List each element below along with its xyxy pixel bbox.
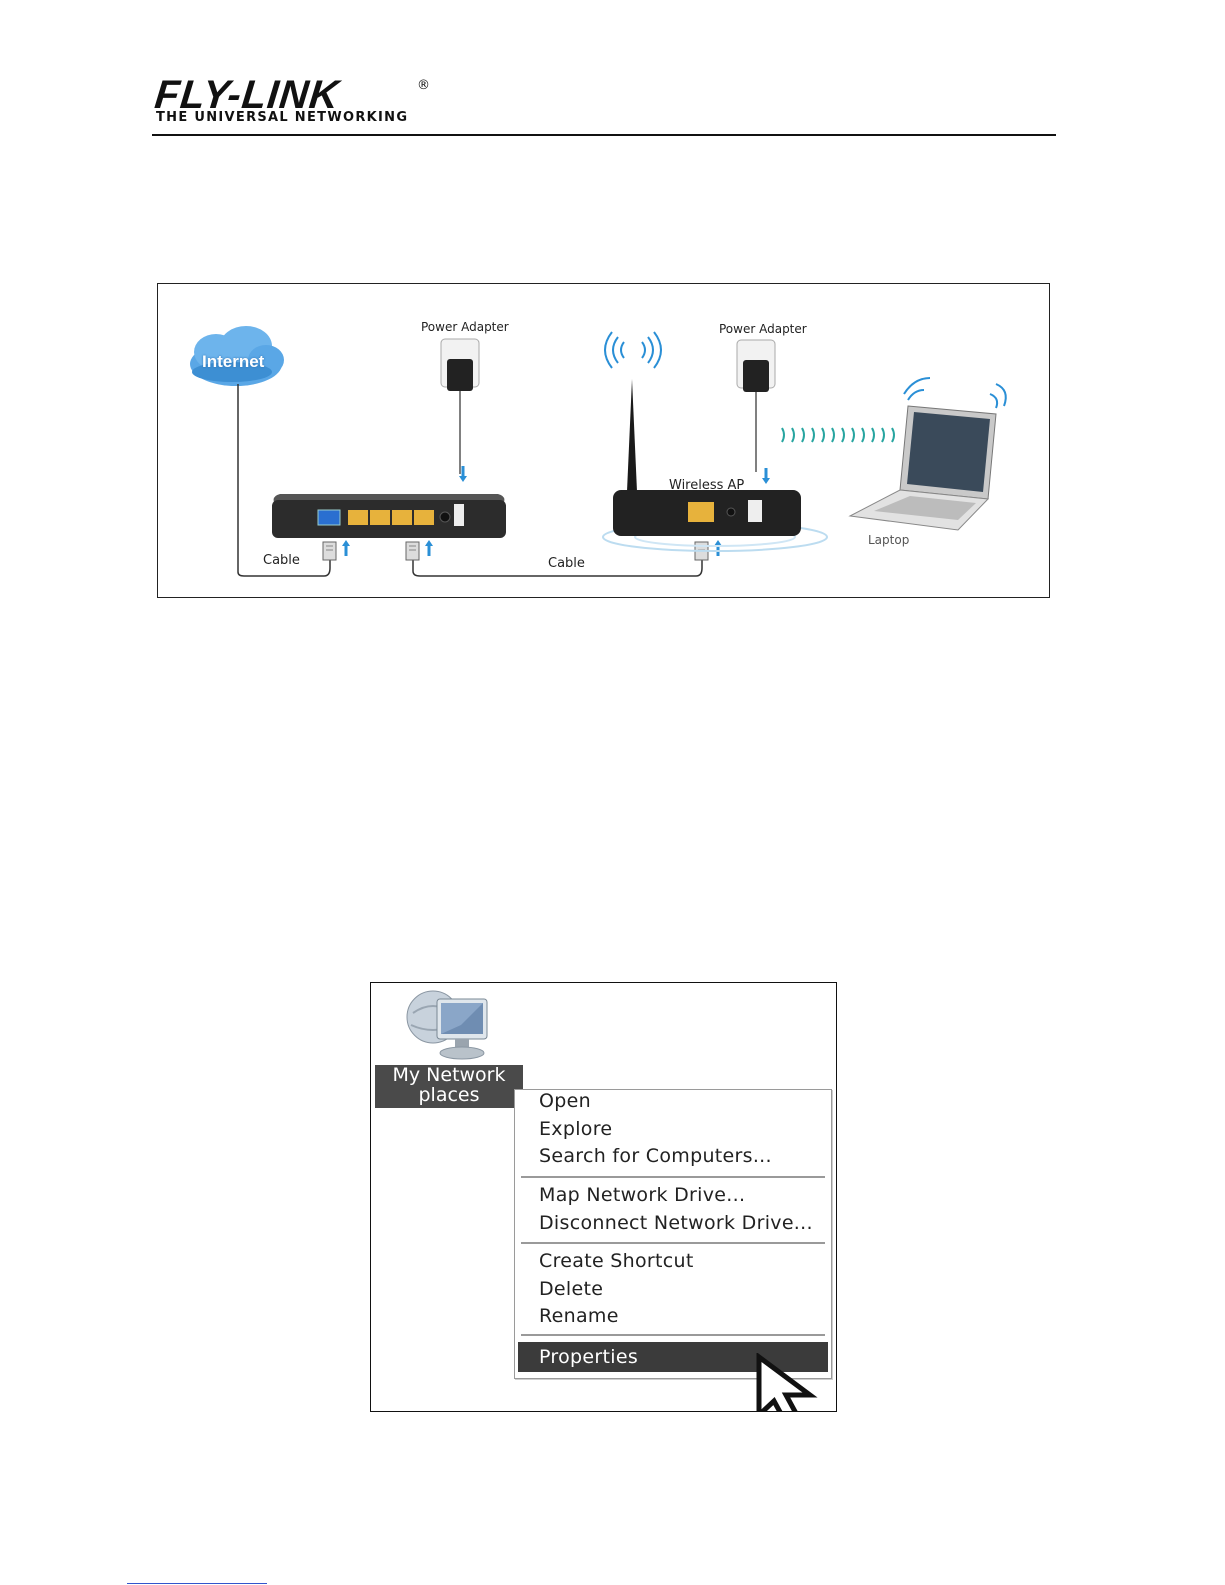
menu-item-map-network-drive[interactable]: Map Network Drive...: [539, 1184, 745, 1206]
laptop-device-icon: [850, 378, 1006, 530]
menu-item-explore[interactable]: Explore: [539, 1118, 612, 1140]
menu-item-rename[interactable]: Rename: [539, 1305, 619, 1327]
power-adapter-right-icon: [737, 340, 775, 484]
laptop-label: Laptop: [868, 533, 909, 547]
menu-item-search-for-computers[interactable]: Search for Computers...: [539, 1145, 772, 1167]
wireless-ap-device-icon: [603, 332, 827, 551]
menu-separator: [521, 1176, 825, 1178]
footer-link-underline: [127, 1583, 267, 1584]
wifi-waves-icon: [782, 428, 894, 442]
wireless-ap-label: Wireless AP: [669, 478, 744, 493]
menu-item-disconnect-network-drive[interactable]: Disconnect Network Drive...: [539, 1212, 813, 1234]
brand-tagline: THE UNIVERSAL NETWORKING: [156, 110, 408, 125]
my-network-places-icon[interactable]: [401, 985, 491, 1063]
plug-left-icon: [323, 542, 336, 560]
my-network-places-label[interactable]: My Network places: [375, 1065, 523, 1108]
menu-item-create-shortcut[interactable]: Create Shortcut: [539, 1250, 694, 1272]
context-menu-screenshot: My Network places Open Explore Search fo…: [370, 982, 837, 1412]
mouse-cursor-icon: [754, 1353, 834, 1412]
internet-cloud-label: Internet: [202, 352, 264, 372]
network-diagram: Internet Power Adapter Power Adapter Wir…: [157, 283, 1050, 598]
power-adapter-right-label: Power Adapter: [719, 322, 807, 336]
icon-label-line1: My Network: [375, 1065, 523, 1085]
context-menu: Open Explore Search for Computers... Map…: [514, 1089, 832, 1379]
power-adapter-left-icon: [441, 339, 479, 482]
header-rule: [152, 134, 1056, 136]
menu-item-delete[interactable]: Delete: [539, 1278, 603, 1300]
arrow-up-icons: [342, 540, 722, 556]
menu-item-open[interactable]: Open: [539, 1090, 591, 1112]
brand-logo: FLY-LINK ® THE UNIVERSAL NETWORKING: [155, 78, 435, 128]
menu-separator: [521, 1242, 825, 1244]
plug-mid-icon: [406, 542, 419, 560]
brand-name: FLY-LINK: [153, 78, 341, 112]
icon-label-line2: places: [375, 1085, 523, 1105]
menu-separator: [521, 1334, 825, 1336]
router-device-icon: [272, 494, 506, 538]
registered-mark: ®: [417, 78, 430, 93]
cable-middle-label: Cable: [548, 556, 585, 571]
power-adapter-left-label: Power Adapter: [421, 320, 509, 334]
cable-left-label: Cable: [263, 553, 300, 568]
diagram-graphics: [158, 284, 1050, 598]
